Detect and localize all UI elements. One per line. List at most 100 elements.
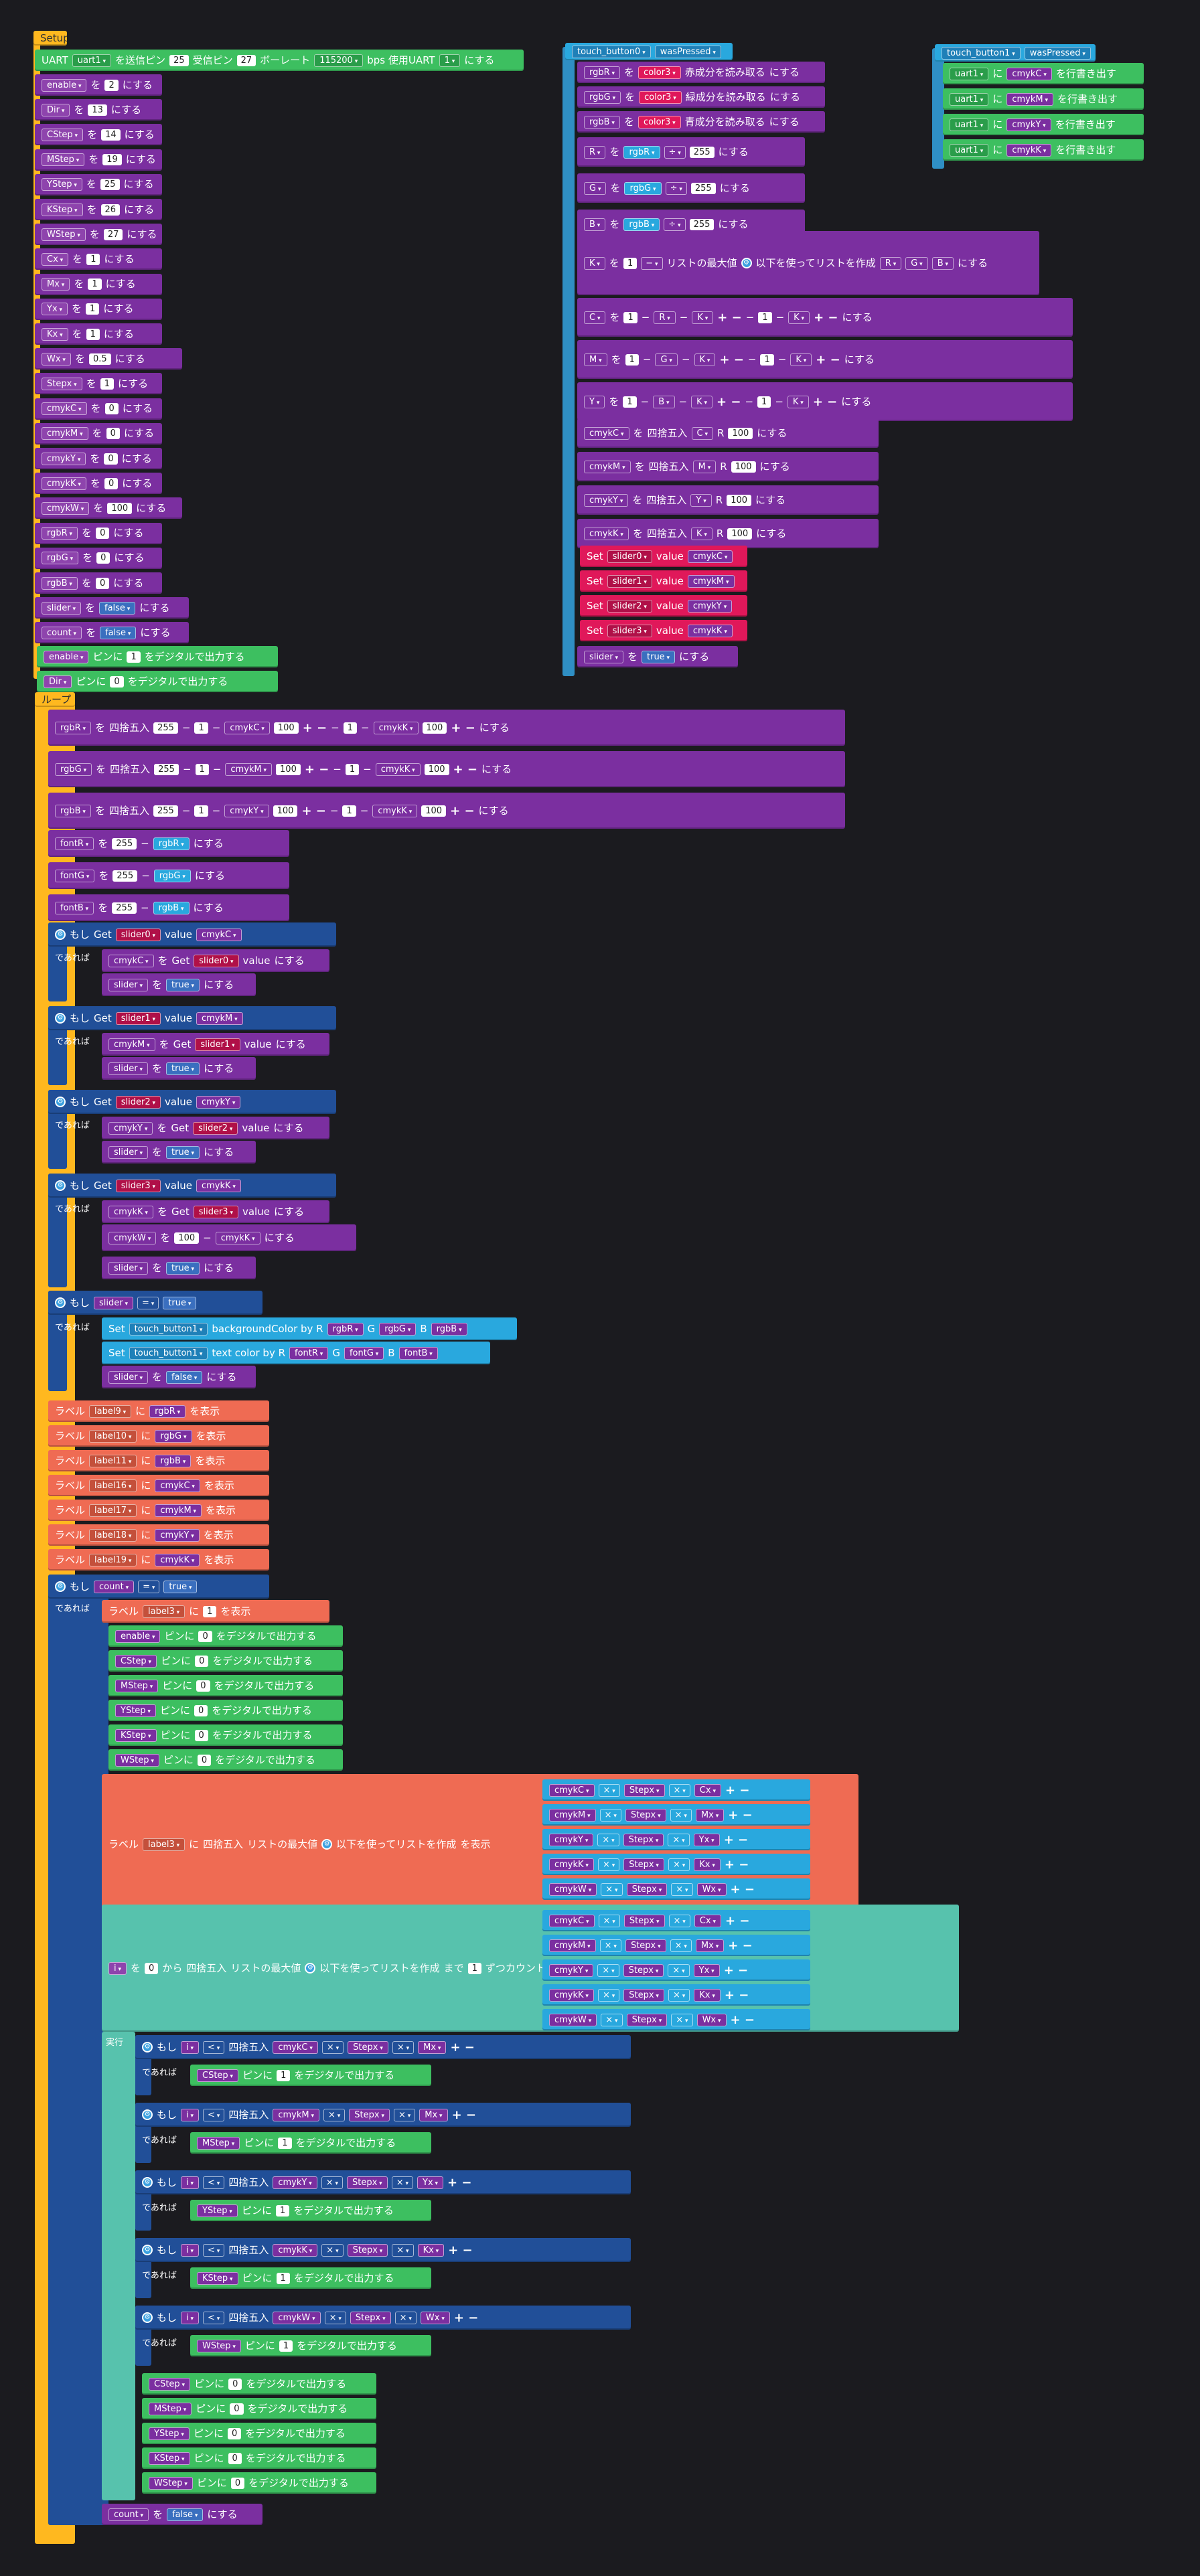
- variable-dropdown[interactable]: cmykK: [549, 1858, 594, 1871]
- variable-dropdown[interactable]: Y: [584, 395, 605, 408]
- variable-dropdown[interactable]: cmykK: [215, 1231, 260, 1244]
- variable-dropdown[interactable]: slider3: [115, 1179, 161, 1192]
- set-variable-block[interactable]: Cxを1にする: [35, 248, 162, 270]
- variable-dropdown[interactable]: KStep: [42, 203, 83, 216]
- variable-dropdown[interactable]: color3: [638, 66, 681, 79]
- variable-dropdown[interactable]: cmykC: [549, 1914, 595, 1927]
- number-field[interactable]: 100: [424, 763, 449, 775]
- variable-dropdown[interactable]: wasPressed: [1024, 46, 1091, 60]
- variable-dropdown[interactable]: true: [166, 1145, 200, 1159]
- variable-dropdown[interactable]: Mx: [418, 2040, 447, 2054]
- set-variable-block[interactable]: cmykKを0にする: [35, 473, 162, 495]
- gear-icon[interactable]: ⚙: [142, 2312, 153, 2323]
- variable-dropdown[interactable]: uart1: [950, 118, 989, 131]
- plus-minus-icon[interactable]: + −: [453, 762, 477, 777]
- variable-dropdown[interactable]: Stepx: [350, 2311, 391, 2324]
- variable-dropdown[interactable]: enable: [42, 78, 87, 92]
- gear-icon[interactable]: ⚙: [305, 1963, 316, 1974]
- variable-dropdown[interactable]: Y: [690, 493, 712, 507]
- gear-icon[interactable]: ⚙: [55, 1013, 66, 1024]
- variable-dropdown[interactable]: slider0: [115, 928, 161, 941]
- variable-dropdown[interactable]: Stepx: [42, 377, 82, 390]
- number-field[interactable]: 100: [422, 722, 447, 734]
- list-item-block[interactable]: cmykC×Stepx×Cx+ −: [542, 1910, 810, 1931]
- variable-dropdown[interactable]: rgbG: [379, 1322, 417, 1336]
- variable-dropdown[interactable]: rgbB: [623, 218, 660, 231]
- variable-dropdown[interactable]: cmykM: [196, 1012, 243, 1025]
- variable-dropdown[interactable]: touch_button1: [942, 46, 1021, 60]
- variable-dropdown[interactable]: cmykC: [196, 928, 242, 941]
- variable-dropdown[interactable]: cmykW: [549, 2013, 597, 2026]
- variable-dropdown[interactable]: slider1: [115, 1012, 161, 1025]
- variable-dropdown[interactable]: cmykM: [273, 2108, 319, 2121]
- variable-dropdown[interactable]: rgbB: [431, 1322, 467, 1336]
- operator-dropdown[interactable]: <: [203, 2108, 225, 2121]
- set-color-read-block[interactable]: rgbBをcolor3青成分を読み取るにする: [577, 111, 825, 133]
- slider-set-value-block[interactable]: Setslider0valuecmykC: [580, 546, 747, 567]
- variable-dropdown[interactable]: Mx: [419, 2108, 448, 2121]
- variable-dropdown[interactable]: rgbG: [624, 181, 662, 195]
- operator-dropdown[interactable]: <: [203, 2311, 225, 2324]
- uart-write-line-block[interactable]: uart1にcmykCを行書き出す: [943, 63, 1144, 84]
- number-field[interactable]: 0: [194, 1704, 208, 1716]
- set-rgb-block[interactable]: rgbGを四捨五入255−1−cmykM100+ −−1−cmykK100+ −…: [48, 751, 845, 787]
- variable-dropdown[interactable]: MStep: [42, 153, 85, 167]
- variable-dropdown[interactable]: rgbG: [153, 869, 191, 882]
- variable-dropdown[interactable]: rgbB: [42, 576, 78, 590]
- variable-dropdown[interactable]: i: [181, 2108, 200, 2121]
- operator-dropdown[interactable]: =: [138, 1580, 160, 1593]
- set-variable-block[interactable]: enableを2にする: [35, 74, 162, 96]
- variable-dropdown[interactable]: slider: [42, 601, 81, 615]
- variable-dropdown[interactable]: K: [694, 353, 716, 366]
- number-field[interactable]: 1: [342, 805, 356, 817]
- variable-dropdown[interactable]: cmykC: [155, 1479, 200, 1492]
- variable-dropdown[interactable]: Dir: [42, 103, 70, 116]
- variable-dropdown[interactable]: M: [692, 460, 717, 473]
- variable-dropdown[interactable]: cmykY: [273, 2176, 317, 2189]
- variable-dropdown[interactable]: KStep: [115, 1728, 157, 1742]
- variable-dropdown[interactable]: Stepx: [623, 1988, 664, 2002]
- variable-dropdown[interactable]: cmykK: [375, 762, 421, 776]
- number-field[interactable]: 1: [276, 2272, 290, 2284]
- number-field[interactable]: 1: [343, 722, 357, 734]
- set-color-read-block[interactable]: rgbRをcolor3赤成分を読み取るにする: [577, 62, 825, 83]
- variable-dropdown[interactable]: cmykK: [687, 624, 733, 637]
- digital-write-block[interactable]: enableピンに1をデジタルで出力する: [37, 646, 278, 667]
- operator-dropdown[interactable]: ×: [668, 1783, 690, 1797]
- number-field[interactable]: 1: [623, 396, 637, 408]
- number-field[interactable]: 0.5: [88, 353, 111, 365]
- label-show-block[interactable]: ラベルlabel10にrgbGを表示: [48, 1425, 269, 1447]
- variable-dropdown[interactable]: false: [166, 1370, 203, 1384]
- variable-dropdown[interactable]: cmykK: [273, 2243, 318, 2257]
- variable-dropdown[interactable]: Stepx: [349, 2108, 390, 2121]
- variable-dropdown[interactable]: cmykY: [224, 804, 269, 817]
- variable-dropdown[interactable]: Mx: [42, 278, 70, 291]
- operator-dropdown[interactable]: ×: [668, 1858, 690, 1871]
- plus-minus-icon[interactable]: + −: [450, 2040, 475, 2055]
- variable-dropdown[interactable]: label3: [143, 1838, 185, 1851]
- list-item-block[interactable]: cmykK×Stepx×Kx+ −: [542, 1984, 810, 2006]
- if-slider-block[interactable]: ⚙もしGetslider1valuecmykM: [48, 1006, 336, 1030]
- gear-icon[interactable]: ⚙: [55, 1097, 66, 1107]
- number-field[interactable]: 25: [169, 54, 189, 66]
- set-variable-block[interactable]: sliderをfalseにする: [35, 597, 189, 619]
- set-percent-block[interactable]: cmykCを四捨五入CR100にする: [577, 418, 879, 448]
- variable-dropdown[interactable]: cmykC: [273, 2040, 318, 2054]
- variable-dropdown[interactable]: cmykC: [549, 1783, 595, 1797]
- set-variable-block[interactable]: countをfalseにする: [35, 622, 189, 644]
- list-item-block[interactable]: cmykM×Stepx×Mx+ −: [542, 1804, 810, 1826]
- variable-dropdown[interactable]: cmykW: [42, 501, 90, 515]
- digital-write-block[interactable]: Dirピンに0をデジタルで出力する: [37, 671, 278, 692]
- plus-minus-icon[interactable]: + −: [816, 352, 840, 367]
- digital-write-block[interactable]: YStepピンに0をデジタルで出力する: [108, 1700, 343, 1721]
- number-field[interactable]: 100: [421, 805, 447, 817]
- plus-minus-icon[interactable]: + −: [448, 2243, 473, 2257]
- variable-dropdown[interactable]: slider3: [193, 1205, 238, 1218]
- set-k-block[interactable]: Kを1−リストの最大値⚙以下を使ってリストを作成RGBにする: [577, 231, 1039, 295]
- plus-minus-icon[interactable]: + −: [717, 394, 741, 409]
- variable-dropdown[interactable]: i: [108, 1961, 127, 1975]
- variable-dropdown[interactable]: WStep: [42, 228, 86, 241]
- number-field[interactable]: 255: [112, 870, 138, 882]
- operator-dropdown[interactable]: ×: [671, 1882, 693, 1896]
- set-percent-block[interactable]: cmykYを四捨五入YR100にする: [577, 485, 879, 515]
